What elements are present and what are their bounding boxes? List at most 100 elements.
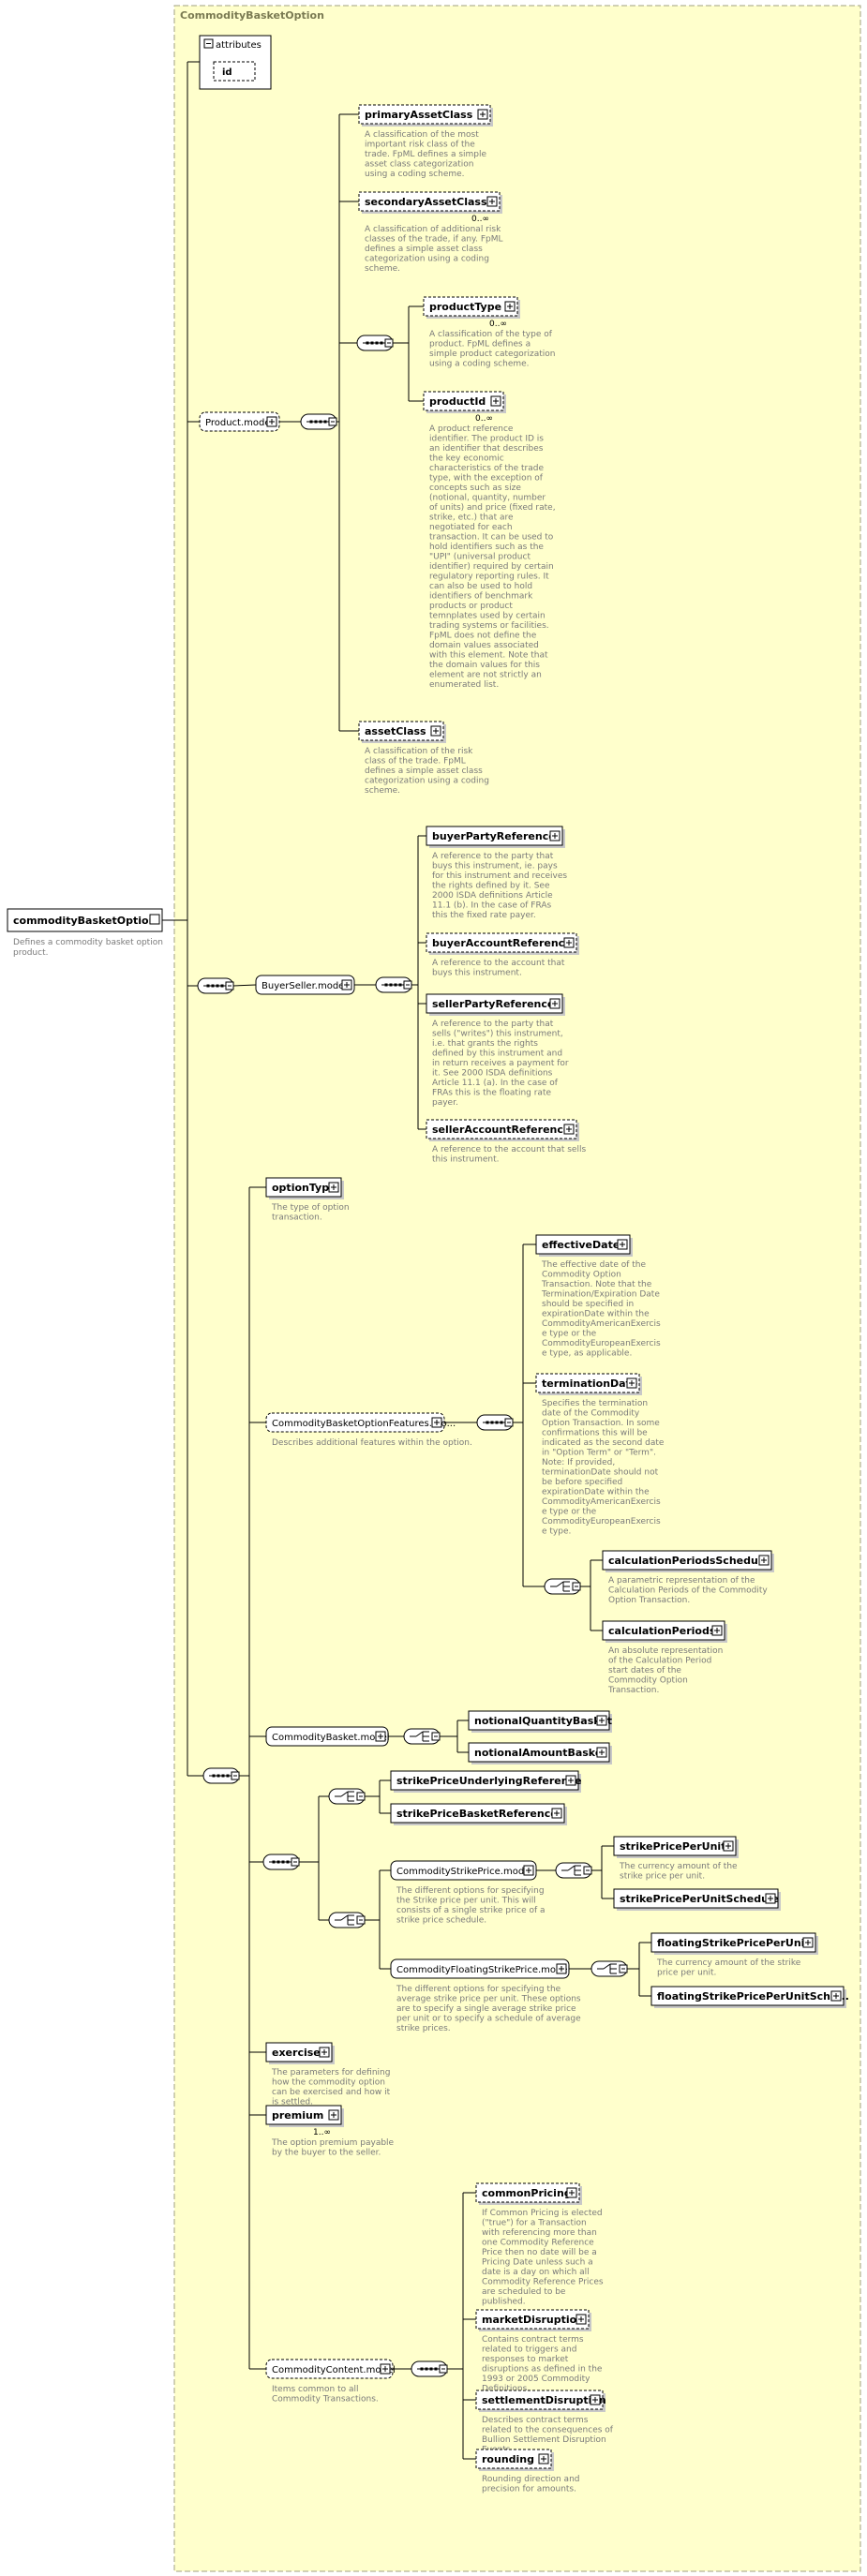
node-label: buyerAccountReference [432,937,572,949]
node-label: CommodityStrikePrice.model [396,1867,532,1877]
strike-price-underlying-reference-element[interactable]: strikePriceUnderlyingReference [390,1770,582,1793]
buyer-account-reference-element[interactable]: buyerAccountReference A reference to the … [426,932,579,978]
node-label: premium [272,2109,323,2122]
content-sequence [202,1767,240,1784]
annotation: Describes additional features within the… [272,1438,472,1448]
multiplicity: 0..∞ [489,320,507,329]
node-label: strikePriceBasketReference [396,1808,558,1820]
strike-sequence [262,1854,300,1870]
node-label: secondaryAssetClass [365,196,487,208]
attributes-title: attributes [216,40,262,51]
floating-strike-price-per-unit-schedule-element[interactable]: floatingStrikePricePerUnitSche... [650,1986,849,2008]
product-type-element[interactable]: productType 0..∞A classification of the t… [423,296,555,369]
calculation-periods-schedule-element[interactable]: calculationPeriodsSchedule A parametric r… [602,1550,774,1605]
root-doc: Defines a commodity basket option produc… [13,938,166,958]
strike-per-unit-choice [555,1862,592,1879]
strike-price-basket-reference-element[interactable]: strikePriceBasketReference [390,1803,567,1825]
node-label: strikePriceUnderlyingReference [396,1775,582,1787]
buyer-seller-sequence [375,976,412,993]
expand-icon[interactable] [149,914,160,925]
node-label: exercise [272,2047,321,2059]
node-label: sellerPartyReference [432,998,554,1010]
strike-price-per-unit-schedule-element[interactable]: strikePricePerUnitSchedule [613,1888,781,1911]
buyer-party-reference-element[interactable]: buyerPartyReference A reference to the pa… [426,826,567,920]
node-label: Product.model [205,418,273,428]
root-element-label: commodityBasketOption [13,915,156,927]
buyer-seller-model-group[interactable]: BuyerSeller.model [255,975,355,995]
node-label: floatingStrikePricePerUnitSche... [657,1990,849,2003]
node-label: calculationPeriods [608,1625,716,1637]
node-label: productType [429,301,501,313]
notional-amount-basket-element[interactable]: notionalAmountBasket [468,1742,612,1764]
connector-lines [162,61,651,2460]
multiplicity: 0..∞ [475,414,493,424]
attribute-id[interactable] [213,61,256,82]
node-label: strikePricePerUnit [620,1840,725,1853]
annotation: If Common Pricing is elected("true") for… [482,2209,604,2307]
node-label: marketDisruption [482,2314,584,2326]
node-label: rounding [482,2453,534,2465]
multiplicity: 0..∞ [471,215,489,224]
notional-quantity-basket-element[interactable]: notionalQuantityBasket [468,1710,612,1733]
node-label: strikePricePerUnitSchedule [620,1893,779,1905]
basket-model-group[interactable]: CommodityBasket.model [265,1726,390,1747]
calculation-periods-element[interactable]: calculationPeriods An absolute representa… [602,1620,727,1695]
node-label: calculationPeriodsSchedule [608,1555,769,1567]
node-label: settlementDisruption [482,2394,606,2406]
multiplicity: 1..∞ [313,2128,331,2137]
node-label: CommodityFloatingStrikePrice.model [396,1965,570,1975]
node-label: notionalQuantityBasket [474,1715,612,1727]
features-model-group[interactable]: CommodityBasketOptionFeatures.mo...Descr… [265,1412,472,1448]
annotation: The different options for specifying the… [396,1985,581,2033]
node-label: buyerPartyReference [432,830,556,842]
basket-choice [403,1728,441,1745]
node-label: floatingStrikePricePerUnit [657,1937,810,1949]
floating-strike-choice [590,1960,628,1977]
node-label: CommodityContent.model [272,2365,396,2375]
strike-reference-choice [328,1788,366,1805]
product-model-group[interactable]: Product.model [199,411,280,432]
product-type-sequence [356,335,394,351]
attribute-id-label: id [222,67,232,78]
root-element[interactable]: commodityBasketOption Defines a commodit… [7,908,166,958]
content-model-sequence [411,2360,448,2377]
